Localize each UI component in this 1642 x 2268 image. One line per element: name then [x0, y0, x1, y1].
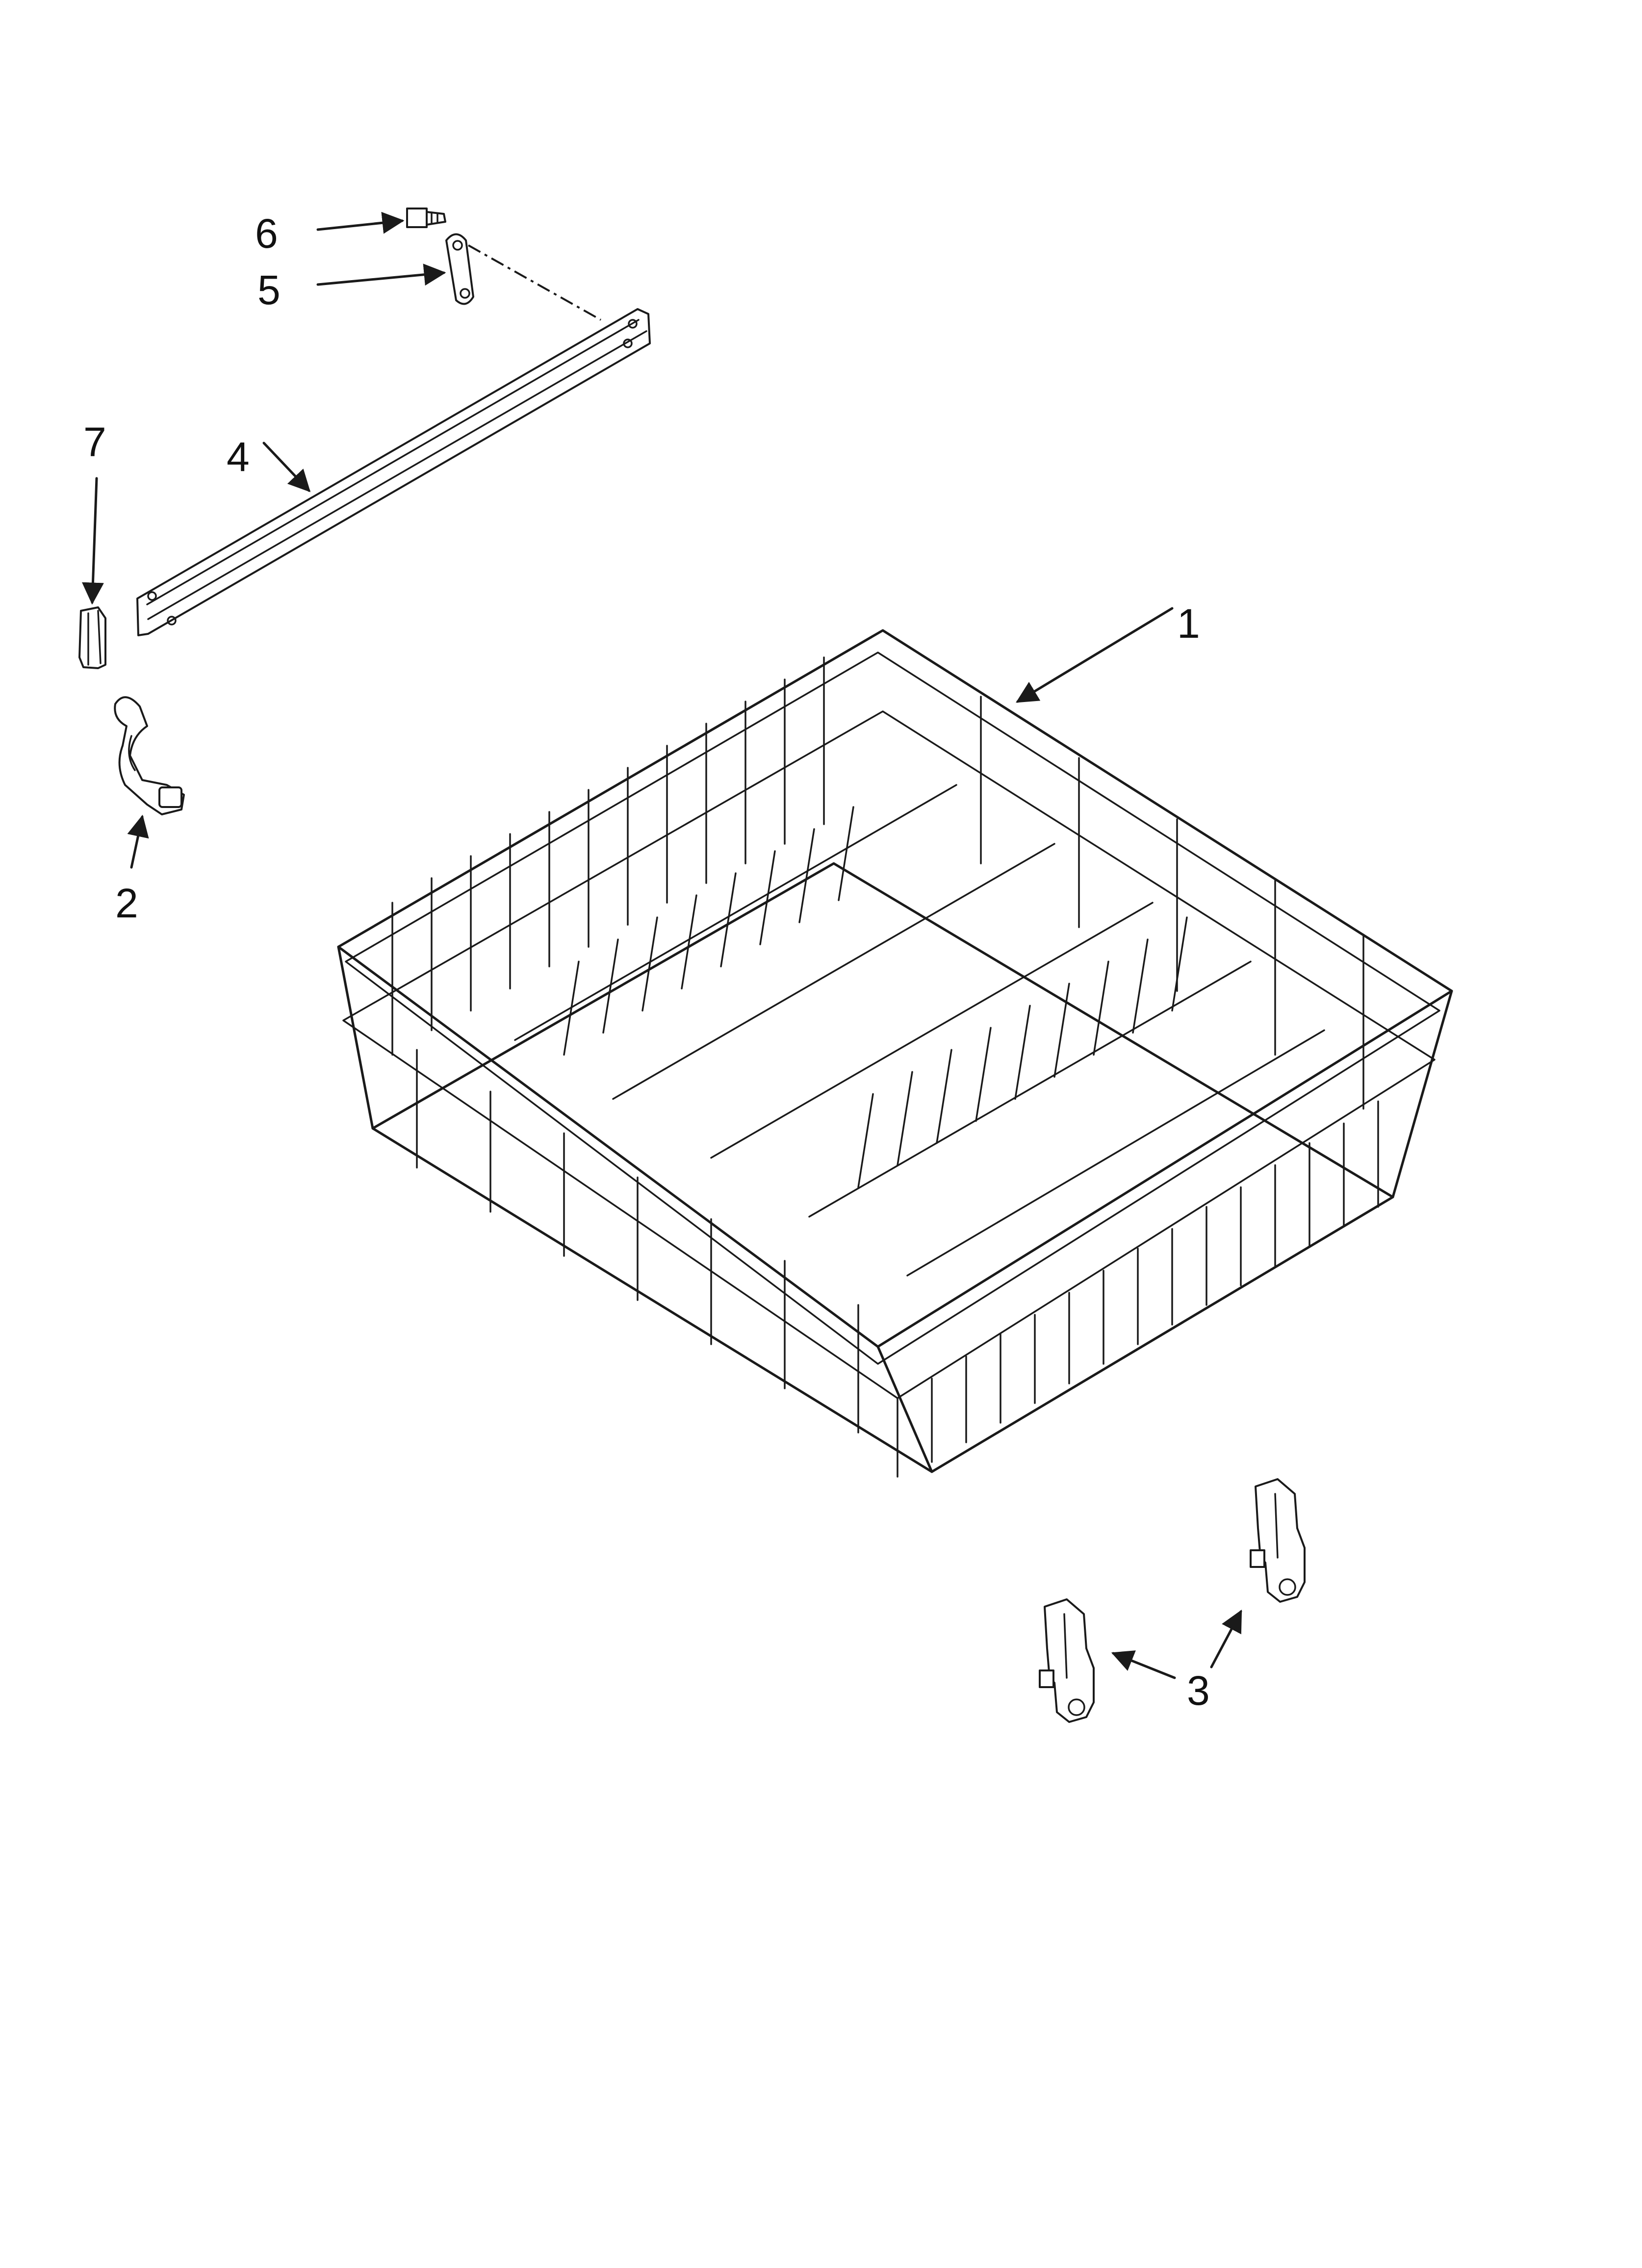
- callout-7: 7: [83, 419, 106, 465]
- screw-part: [406, 208, 446, 228]
- leader-lines: [81, 211, 1242, 1679]
- upper-dishrack-part: [337, 629, 1453, 1478]
- leader-7: [81, 477, 104, 605]
- leader-6: [316, 211, 405, 234]
- callout-1: 1: [1177, 600, 1200, 647]
- rack-track-part: [136, 308, 651, 636]
- leader-3a: [1111, 1650, 1176, 1679]
- callout-5: 5: [257, 267, 281, 313]
- callout-6: 6: [255, 210, 278, 257]
- end-cap-part: [78, 606, 106, 669]
- roller-assembly-part-b: [1250, 1478, 1306, 1603]
- leader-1: [1016, 607, 1174, 703]
- leader-3b: [1210, 1610, 1242, 1668]
- end-plate-part: [445, 233, 474, 305]
- leader-4: [262, 442, 311, 493]
- callout-4: 4: [227, 434, 250, 480]
- alignment-line: [468, 244, 601, 321]
- callout-3: 3: [1187, 1668, 1210, 1714]
- callout-2: 2: [115, 880, 138, 926]
- callout-labels: 1 2 3 4 5 6 7: [83, 210, 1210, 1714]
- leader-2: [127, 814, 149, 869]
- leader-5: [316, 263, 446, 286]
- stop-clip-part: [114, 696, 185, 815]
- roller-assembly-part-a: [1039, 1598, 1095, 1723]
